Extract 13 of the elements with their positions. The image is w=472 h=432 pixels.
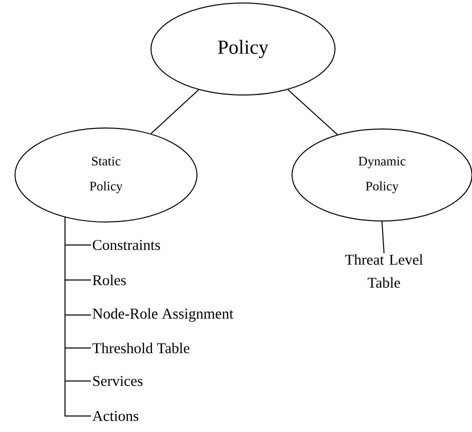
connector-line	[150, 89, 200, 134]
tree-label: Actions	[92, 410, 138, 422]
tree-label: Constraints	[92, 240, 160, 250]
tree-label: Threat Level Table	[345, 254, 423, 288]
connector-line	[382, 221, 384, 254]
connector-line	[287, 89, 338, 136]
ellipse-node: Static Policy	[14, 128, 198, 222]
tree-connector	[64, 216, 92, 416]
tree-label: Roles	[92, 274, 126, 286]
tree-label: Services	[93, 376, 142, 386]
ellipse-node: Policy	[150, 2, 336, 96]
tree-label: Node-Role Assignment	[92, 308, 234, 322]
tree-label: Threshold Table	[92, 342, 190, 354]
